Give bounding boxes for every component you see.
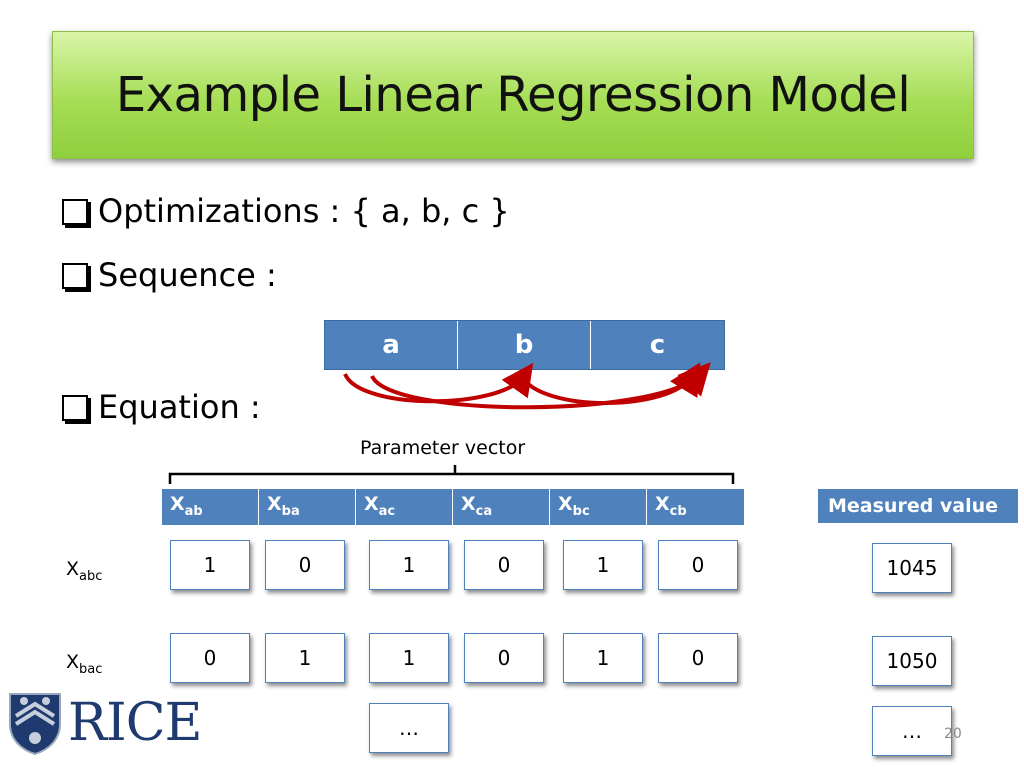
bullet-sequence: Sequence : (62, 256, 277, 294)
measured-value-header: Measured value (818, 489, 1018, 523)
sequence-cell-c: c (591, 321, 724, 369)
measured-value-cell: 1045 (872, 543, 952, 593)
rice-shield-icon (9, 693, 61, 756)
measured-value-cell: 1050 (872, 636, 952, 686)
param-header-xba: Xba (259, 489, 356, 525)
value-cell: 0 (658, 540, 738, 590)
title-bar: Example Linear Regression Model (52, 31, 974, 159)
param-header-xca: Xca (453, 489, 550, 525)
param-header-xab: Xab (162, 489, 259, 525)
value-cell: 1 (563, 633, 643, 683)
rice-logo-text: RICE (68, 693, 202, 753)
parameter-vector-label: Parameter vector (360, 437, 526, 459)
rice-logo: RICE (6, 690, 202, 756)
bullet-optimizations: Optimizations : { a, b, c } (62, 192, 510, 230)
sequence-table: a b c (324, 320, 725, 370)
value-cell: 0 (464, 540, 544, 590)
checkbox-bullet-icon (62, 199, 88, 225)
arrow-b-to-c (520, 362, 701, 405)
value-cell: 1 (369, 540, 449, 590)
value-cell: 0 (464, 633, 544, 683)
sequence-cell-a: a (325, 321, 458, 369)
bullet-equation-text: Equation : (98, 388, 261, 426)
bullet-equation: Equation : (62, 388, 261, 426)
param-header-xbc: Xbc (550, 489, 647, 525)
checkbox-bullet-icon (62, 395, 88, 421)
value-cell: 0 (658, 633, 738, 683)
row-label-xabc: Xabc (66, 558, 103, 584)
bullet-optimizations-text: Optimizations : { a, b, c } (98, 192, 510, 230)
page-number: 20 (944, 726, 962, 742)
checkbox-bullet-icon (62, 263, 88, 289)
bullet-sequence-text: Sequence : (98, 256, 277, 294)
value-cell: 1 (170, 540, 250, 590)
param-header-xcb: Xcb (647, 489, 744, 525)
ellipsis-cell: … (369, 703, 449, 753)
value-cell: 1 (369, 633, 449, 683)
param-header-xac: Xac (356, 489, 453, 525)
value-cell: 0 (170, 633, 250, 683)
slide-title: Example Linear Regression Model (115, 67, 911, 123)
row-label-xbac: Xbac (66, 651, 103, 677)
measured-ellipsis-cell: … (872, 706, 952, 756)
parameter-header-row: Xab Xba Xac Xca Xbc Xcb (162, 489, 744, 525)
value-cell: 0 (265, 540, 345, 590)
sequence-cell-b: b (458, 321, 591, 369)
value-cell: 1 (563, 540, 643, 590)
value-cell: 1 (265, 633, 345, 683)
